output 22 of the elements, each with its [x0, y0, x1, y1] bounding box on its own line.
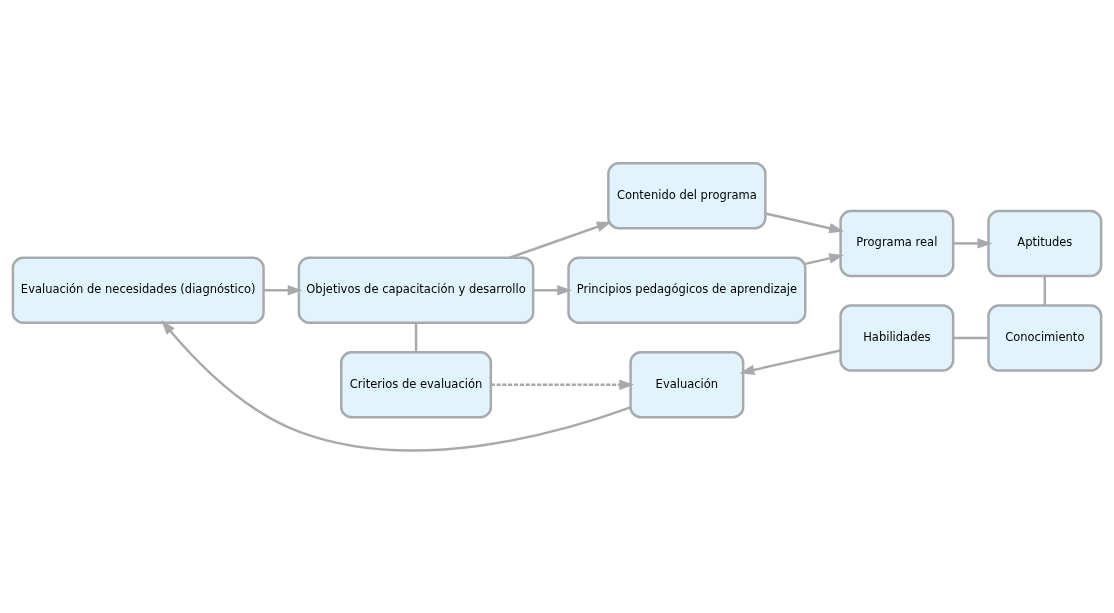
arrow	[161, 319, 631, 452]
arrow	[805, 252, 845, 265]
node-box: Contenido del programa	[607, 161, 767, 229]
arrow	[765, 211, 844, 233]
arrow	[491, 379, 635, 390]
connector	[1043, 275, 1047, 305]
node-box: Evaluación	[629, 350, 745, 418]
node-box: Aptitudes	[987, 209, 1103, 277]
connector	[953, 336, 989, 339]
arrow	[509, 221, 612, 259]
node-box: Evaluación de necesidades (diagnóstico)	[11, 256, 265, 324]
node-box: Criterios de evaluación	[340, 350, 493, 418]
node-box: Objetivos de capacitación y desarrollo	[297, 256, 535, 324]
arrow	[263, 284, 303, 295]
arrow	[739, 348, 841, 375]
node-box: Habilidades	[839, 303, 955, 372]
node-box: Conocimiento	[987, 303, 1103, 372]
connector	[414, 322, 418, 352]
arrow	[953, 237, 993, 249]
node-box: Programa real	[839, 209, 955, 277]
node-box: Principios pedagógicos de aprendizaje	[567, 256, 807, 324]
arrow	[533, 284, 573, 295]
